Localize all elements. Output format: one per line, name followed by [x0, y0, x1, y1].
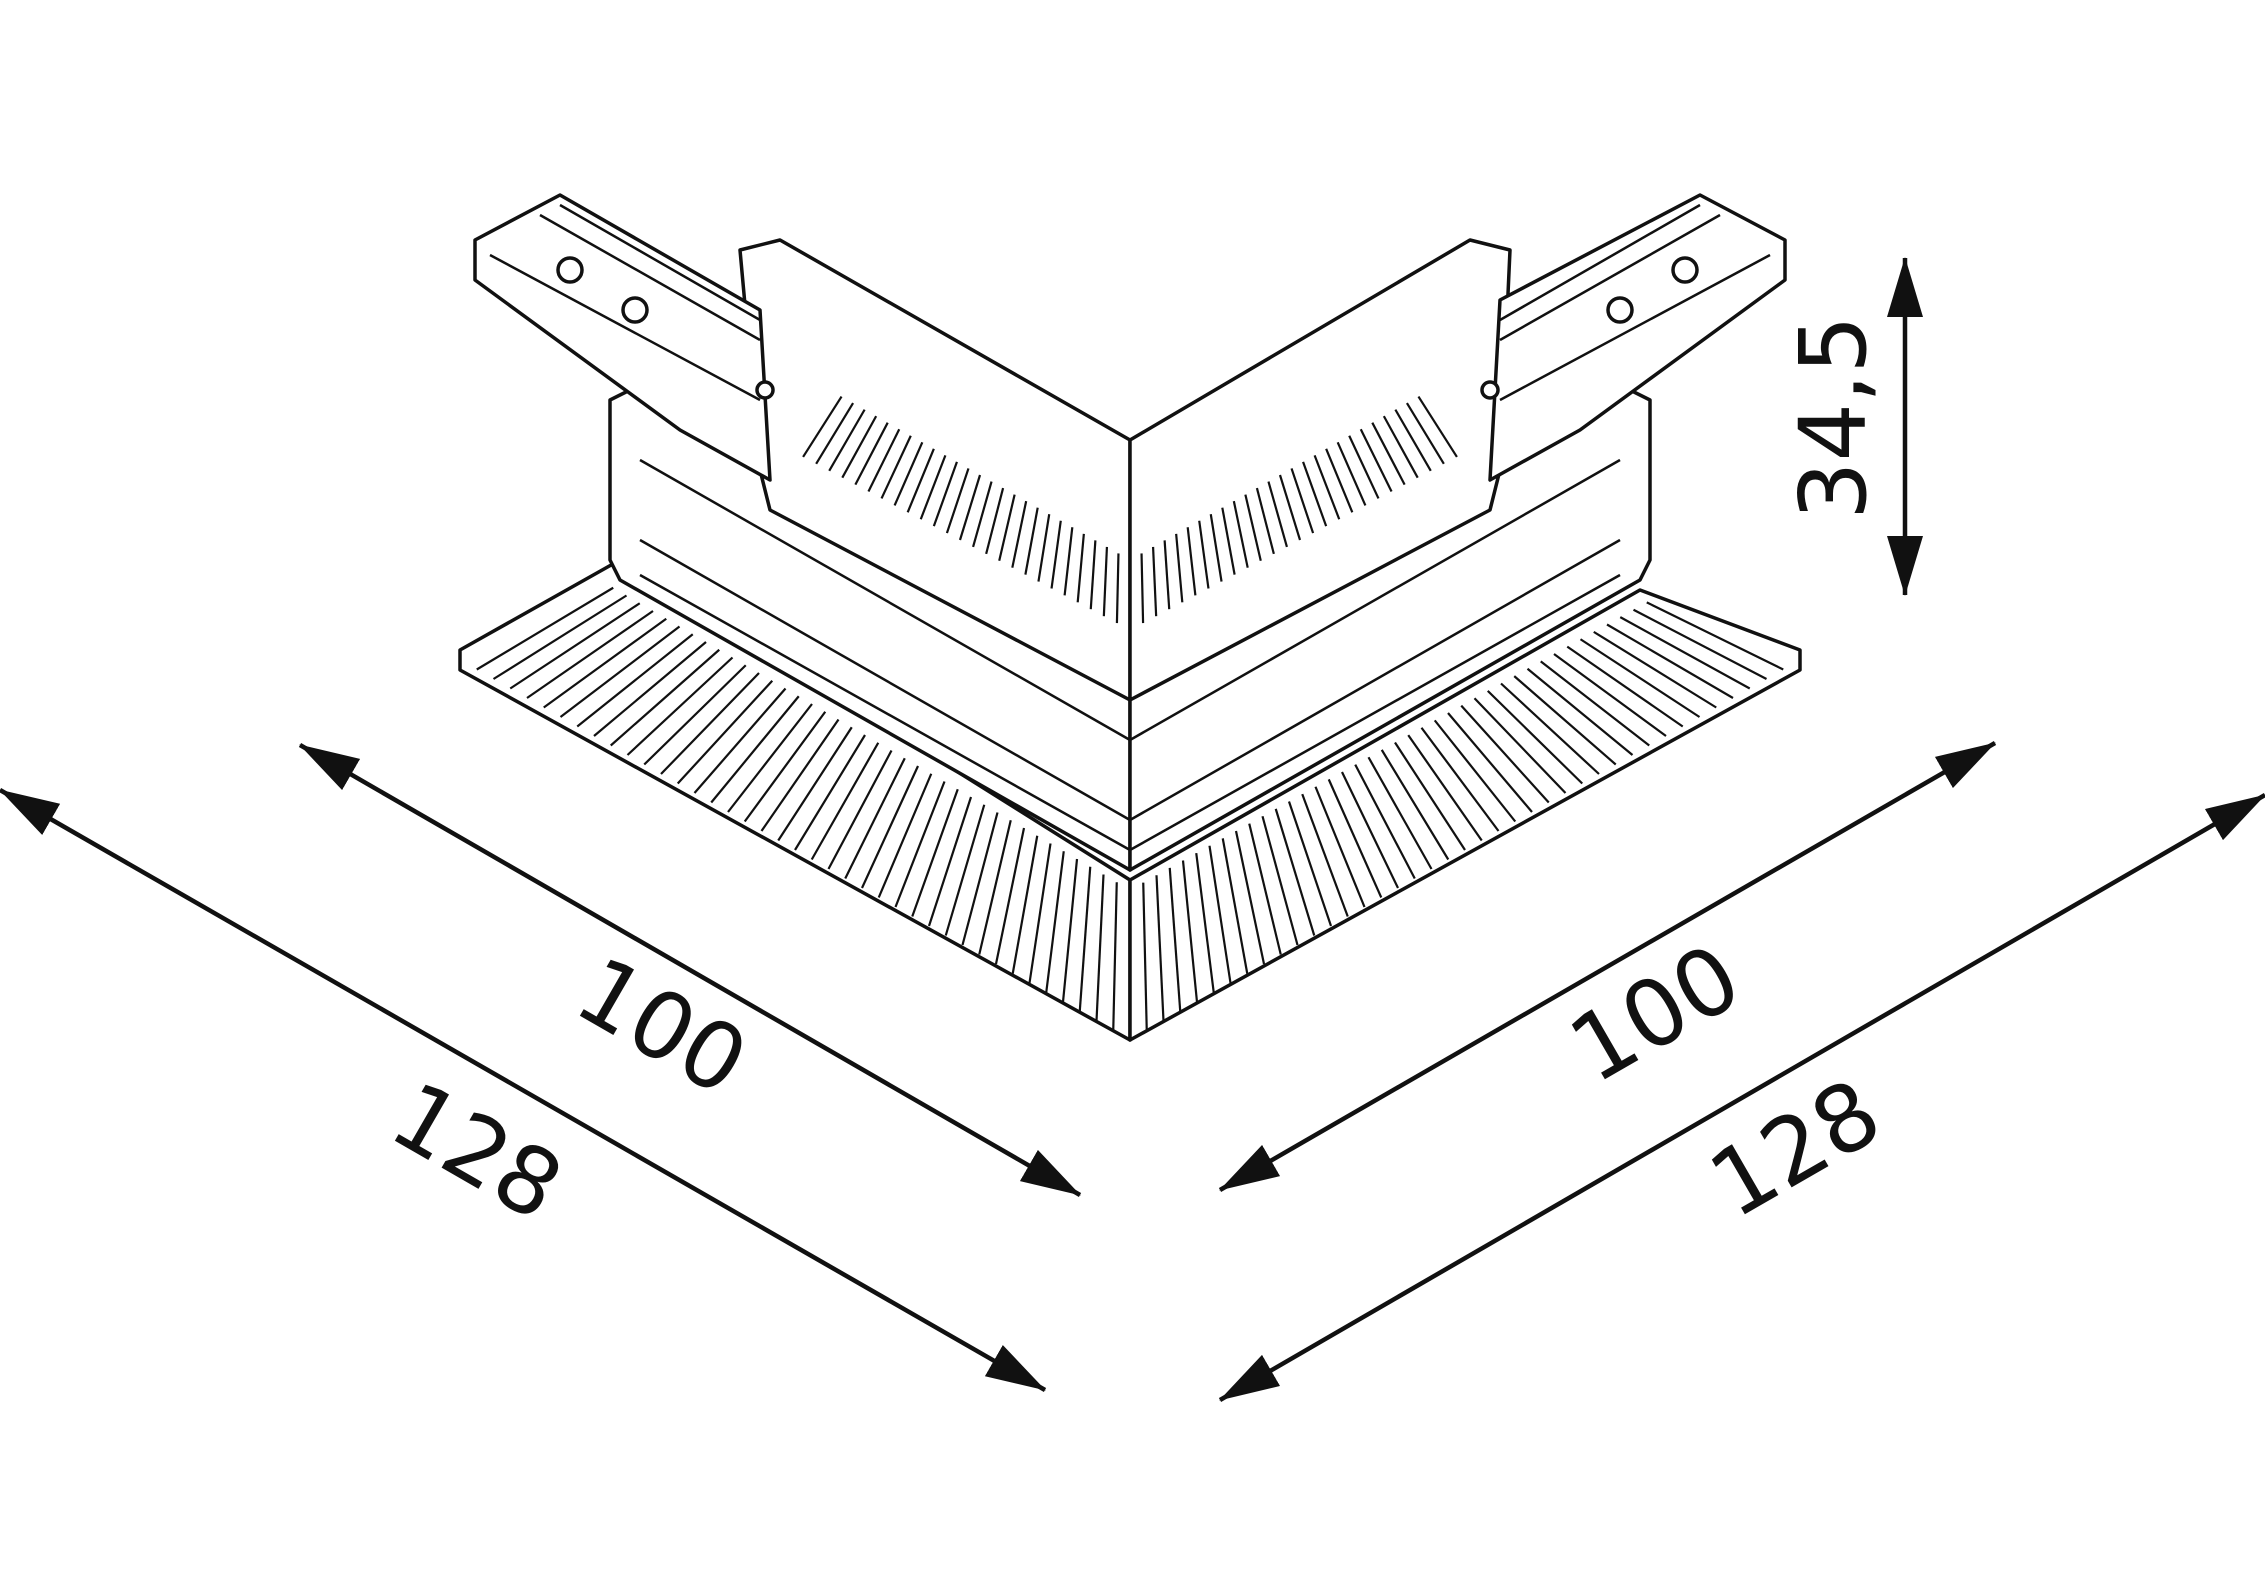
hatch-line: [1078, 866, 1092, 1012]
hatch-line: [1024, 507, 1039, 575]
dimension-label-inner-left: 100: [559, 936, 765, 1116]
hatch-line: [1267, 481, 1288, 548]
hatch-line: [1579, 638, 1701, 718]
dimension-label-inner-right: 100: [1553, 924, 1759, 1104]
hatch-line: [945, 468, 970, 534]
hatch-line: [492, 594, 628, 680]
hatch-line: [1151, 546, 1158, 617]
hatch-line: [919, 454, 947, 520]
part-body: [458, 193, 1802, 1042]
hatch-line: [1619, 616, 1751, 690]
hatch-line: [1632, 608, 1768, 680]
hatch-line: [1232, 500, 1249, 568]
hatch-line: [1593, 630, 1717, 709]
hatch-line: [958, 474, 982, 541]
hatch-line: [1050, 520, 1062, 589]
hatch-line: [1076, 533, 1085, 603]
screw-icon: [1480, 380, 1500, 400]
hatch-line: [880, 435, 912, 499]
hatch-line: [1336, 441, 1367, 506]
hatch-line: [1102, 546, 1109, 617]
hatch-line: [815, 402, 855, 465]
hatch-line: [1290, 468, 1315, 534]
hatch-line: [1244, 494, 1262, 562]
hatch-line: [893, 441, 924, 506]
hatch-line: [1115, 553, 1120, 624]
hatch-line: [906, 448, 935, 513]
hatch-line: [1566, 645, 1684, 728]
dimension-label-outer-right: 128: [1693, 1059, 1899, 1239]
screw-hole-icon: [1671, 256, 1699, 284]
hatch-line: [1646, 601, 1784, 671]
hatch-line: [509, 602, 641, 690]
hatch-line: [1186, 527, 1197, 596]
hatch-line: [1382, 415, 1419, 479]
hatch-line: [1255, 487, 1275, 555]
hatch-line: [1112, 882, 1118, 1031]
hatch-line: [1394, 409, 1432, 472]
hatch-line: [867, 428, 901, 493]
dimension-label-height: 34,5: [1780, 315, 1887, 520]
hatch-line: [593, 641, 707, 737]
hatch-line: [1037, 514, 1051, 582]
hatch-line: [1195, 852, 1215, 993]
screw-hole-icon: [556, 256, 584, 284]
hatch-line: [1606, 623, 1734, 699]
hatch-line: [1371, 422, 1406, 486]
dimension-label-outer-left: 128: [374, 1061, 580, 1241]
hatch-line: [1526, 667, 1634, 756]
hatch-line: [802, 395, 843, 458]
inner-channel-left-hatch: [802, 395, 1120, 624]
screw-hole-icon: [1606, 296, 1634, 324]
hatch-line: [1313, 454, 1341, 520]
screw-icon: [755, 380, 775, 400]
hatch-line: [1325, 448, 1354, 513]
hatch-line: [1348, 435, 1380, 499]
hatch-line: [1553, 653, 1667, 737]
hatch-line: [559, 625, 681, 718]
hatch-line: [1302, 461, 1328, 527]
connector-arm-right: [1480, 193, 1787, 482]
dimension-height: 34,5: [1780, 257, 1923, 596]
hatch-line: [828, 409, 866, 472]
hatch-line: [1095, 874, 1105, 1022]
hatch-line: [526, 610, 654, 699]
hatch-line: [998, 494, 1016, 562]
hatch-line: [1405, 402, 1445, 465]
hatch-line: [543, 617, 667, 709]
hatch-line: [1168, 867, 1182, 1012]
hatch-line: [576, 633, 694, 728]
hatch-line: [1175, 533, 1184, 603]
hatch-line: [841, 415, 878, 479]
hatch-line: [1417, 395, 1458, 458]
hatch-line: [1209, 514, 1223, 582]
hatch-line: [1063, 527, 1074, 596]
hatch-line: [1089, 540, 1097, 610]
connector-arm-left: [473, 193, 775, 482]
hatch-line: [1155, 875, 1165, 1022]
hatch-line: [1140, 553, 1145, 624]
hatch-line: [626, 656, 734, 756]
hatch-line: [610, 648, 720, 747]
hatch-line: [1142, 882, 1148, 1031]
hatch-line: [1163, 540, 1171, 610]
hatch-line: [476, 586, 614, 671]
hatch-line: [1011, 500, 1028, 568]
hatch-line: [1221, 507, 1236, 575]
hatch-line: [972, 481, 993, 548]
screw-hole-icon: [621, 296, 649, 324]
hatch-line: [1359, 428, 1393, 493]
hatch-line: [1198, 520, 1210, 589]
hatch-line: [1540, 660, 1650, 747]
hatch-line: [1278, 474, 1302, 541]
hatch-line: [932, 461, 958, 527]
hatch-line: [985, 487, 1005, 555]
inner-channel-right-hatch: [1140, 395, 1458, 624]
hatch-line: [1181, 860, 1199, 1003]
hatch-line: [854, 422, 889, 486]
